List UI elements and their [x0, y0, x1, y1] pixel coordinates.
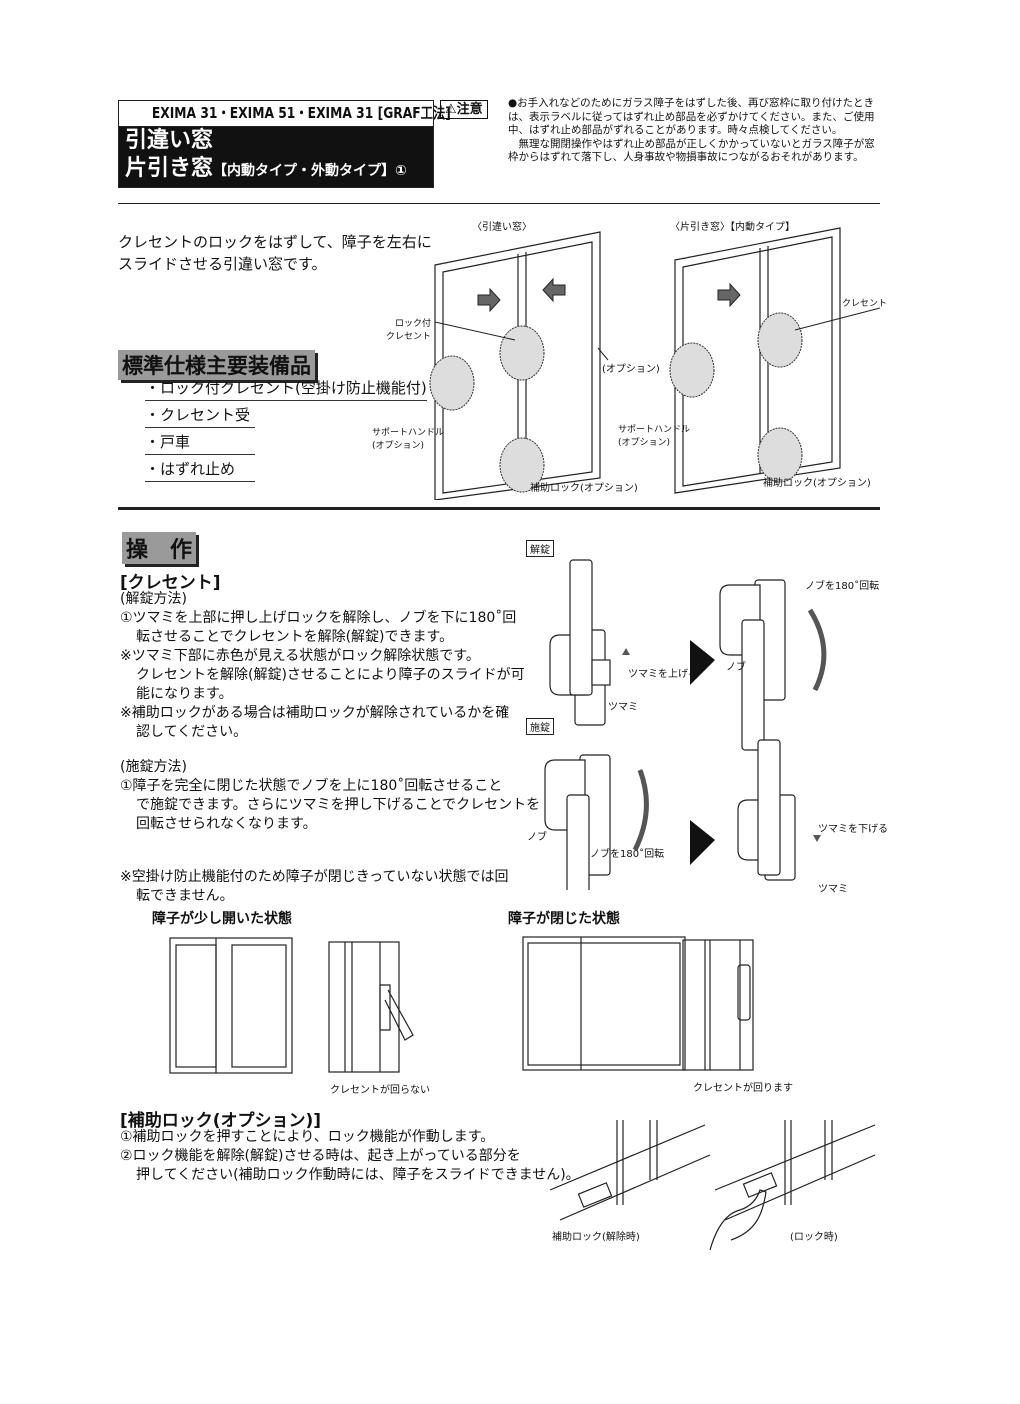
- caution-text: ●お手入れなどのためにガラス障子をはずした後、再び窓枠に取り付けたときは、表示ラ…: [508, 97, 880, 165]
- knob-label: ツマミ: [608, 702, 638, 713]
- section-divider: [118, 507, 880, 510]
- intro-text: クレセントのロックをはずして、障子を左右に スライドさせる引違い窓です。: [118, 232, 432, 275]
- support-handle-label: サポートハンドル (オプション): [372, 428, 445, 451]
- crescent-illustrations: [544, 559, 827, 890]
- title-block: EXIMA 31・EXIMA 51・EXIMA 31 [GRAF工法] 引違い窓…: [118, 100, 451, 188]
- option-label: (オプション): [602, 364, 660, 375]
- raise-knob-label: ツマミを上げる: [628, 669, 698, 680]
- closed-state-heading: 障子が閉じた状態: [508, 911, 620, 927]
- open-state-heading: 障子が少し開いた状態: [152, 911, 292, 927]
- window-diagrams: [429, 227, 881, 500]
- equipment-item: ・戸車: [145, 432, 255, 455]
- title-sub: 【内動タイプ・外動タイプ】①: [213, 163, 407, 179]
- sliding-window-frame: [434, 231, 601, 500]
- equipment-item: ・はずれ止め: [145, 459, 255, 482]
- unlock-tag: 解錠: [526, 540, 554, 557]
- single-sliding-window-frame: [674, 227, 841, 494]
- text-line: ①補助ロックを押すことにより、ロック機能が作動します。: [120, 1129, 495, 1145]
- lock-instructions: (施錠方法) ①障子を完全に閉じた状態でノブを上に180˚回転させること で施錠…: [120, 758, 540, 834]
- text-line: 転できません。: [136, 888, 234, 904]
- text-line: ①障子を完全に閉じた状態でノブを上に180˚回転させること: [120, 778, 503, 794]
- lock-heading: (施錠方法): [120, 759, 187, 775]
- up-arrow-icon: [622, 648, 630, 655]
- rotate-label: ノブを180˚回転: [805, 581, 880, 592]
- text-line: 認してください。: [136, 724, 248, 740]
- model-box: EXIMA 31・EXIMA 51・EXIMA 31 [GRAF工法]: [119, 101, 451, 127]
- locked-label: (ロック時): [790, 1232, 838, 1243]
- handle-label: ノブ: [527, 832, 547, 843]
- operation-heading: 操 作: [122, 532, 197, 564]
- diagram-caption: 〈片引き窓〉【内動タイプ】: [670, 222, 795, 233]
- down-arrow-icon: [813, 835, 821, 842]
- closed-state-caption: クレセントが回ります: [693, 1083, 793, 1094]
- text-line: ※ツマミ下部に赤色が見える状態がロック解除状態です。: [120, 648, 480, 664]
- unlock-heading: (解錠方法): [120, 591, 187, 607]
- rotate-down-arrow-icon: [807, 608, 827, 692]
- lock-crescent-label: ロック付 クレセント: [386, 319, 432, 342]
- hand-icon: [709, 1189, 767, 1250]
- state-illustrations: [169, 936, 754, 1074]
- caution-badge: ⚠注意: [440, 100, 488, 119]
- aux-lock-heading: [補助ロック(オプション)]: [120, 1111, 322, 1131]
- next-step-arrow-icon: [690, 640, 715, 685]
- text-line: ※補助ロックがある場合は補助ロックが解除されているかを確: [120, 705, 510, 721]
- arrow-right-icon: [717, 282, 741, 308]
- support-handle-label: サポートハンドル (オプション): [618, 425, 691, 448]
- text-line: で施錠できます。さらにツマミを押し下げることでクレセントを: [136, 797, 541, 813]
- crescent-heading: [クレセント]: [120, 573, 221, 593]
- equipment-item: ・ロック付クレセント(空掛け防止機能付): [145, 378, 427, 401]
- caution-para-2: 無理な開閉操作やはずれ止め部品が正しくかかっていないとガラス障子が窓枠からはずれ…: [508, 137, 875, 164]
- rotate-label: ノブを180˚回転: [590, 849, 665, 860]
- released-label: 補助ロック(解除時): [552, 1232, 640, 1243]
- equipment-heading: 標準仕様主要装備品: [118, 350, 315, 380]
- lower-knob-label: ツマミを下げる: [818, 824, 888, 835]
- caution-para-1: ●お手入れなどのためにガラス障子をはずした後、再び窓枠に取り付けたときは、表示ラ…: [508, 97, 875, 136]
- open-state-caption: クレセントが回らない: [330, 1085, 430, 1096]
- unlock-instructions: (解錠方法) ①ツマミを上部に押し上げロックを解除し、ノブを下に180˚回 転さ…: [120, 590, 525, 742]
- arrow-right-icon: [477, 287, 501, 313]
- intro-line: クレセントのロックをはずして、障子を左右に: [118, 233, 432, 251]
- handle-label: ノブ: [726, 662, 746, 673]
- model-name: EXIMA 31・EXIMA 51・EXIMA 31 [GRAF工法]: [151, 104, 451, 122]
- arrow-left-icon: [542, 277, 566, 303]
- aux-lock-illustrations: [549, 1120, 876, 1250]
- knob-label: ツマミ: [818, 884, 848, 895]
- text-line: ②ロック機能を解除(解錠)させる時は、起き上がっている部分を: [120, 1148, 521, 1164]
- text-line: 押してください(補助ロック作動時には、障子をスライドできません)。: [136, 1167, 580, 1183]
- crescent-label: クレセント: [842, 299, 888, 309]
- lock-tag: 施錠: [526, 718, 554, 735]
- equipment-item: ・クレセント受: [145, 405, 255, 428]
- text-line: 回転させられなくなります。: [136, 816, 317, 832]
- note: ※空掛け防止機能付のため障子が閉じきっていない状態では回 転できません。: [120, 868, 508, 906]
- aux-lock-label: 補助ロック(オプション): [763, 478, 871, 489]
- next-step-arrow-icon: [690, 820, 715, 865]
- text-line: クレセントを解除(解錠)させることにより障子のスライドが可: [136, 667, 525, 683]
- text-line: ※空掛け防止機能付のため障子が閉じきっていない状態では回: [120, 869, 509, 885]
- text-line: ①ツマミを上部に押し上げロックを解除し、ノブを下に180˚回: [120, 610, 517, 626]
- rotate-up-arrow-icon: [632, 769, 649, 852]
- aux-lock-instructions: ①補助ロックを押すことにより、ロック機能が作動します。 ②ロック機能を解除(解錠…: [120, 1128, 580, 1185]
- title-main: 片引き窓: [125, 156, 214, 181]
- diagram-caption: 〈引違い窓〉: [472, 222, 532, 233]
- title-line-1: 引違い窓: [125, 128, 214, 153]
- text-line: 能になります。: [136, 686, 233, 702]
- text-line: 転させることでクレセントを解除(解錠)できます。: [136, 629, 454, 645]
- divider: [118, 203, 880, 204]
- title-line-2: 片引き窓【内動タイプ・外動タイプ】①: [125, 155, 433, 185]
- title-banner: 引違い窓 片引き窓【内動タイプ・外動タイプ】①: [119, 127, 433, 187]
- intro-line: スライドさせる引違い窓です。: [118, 254, 327, 273]
- aux-lock-label: 補助ロック(オプション): [530, 483, 638, 494]
